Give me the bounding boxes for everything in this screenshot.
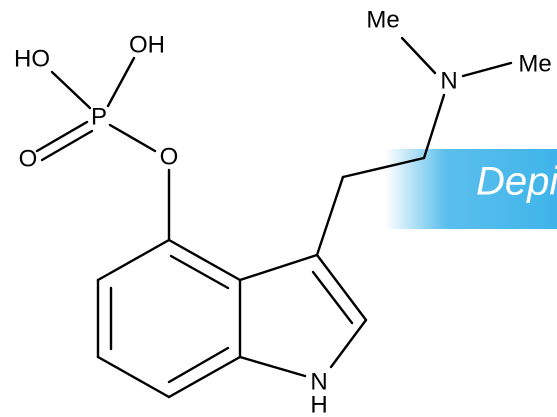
watermark-text: Depi <box>476 160 557 204</box>
bond-c2-n1 <box>329 318 368 369</box>
watermark-banner-background <box>385 149 557 229</box>
bond-n-me-right <box>461 61 513 78</box>
bond-n1-c7a <box>238 355 307 378</box>
bond-c3a-c4 <box>167 238 242 282</box>
watermark-banner: Depi <box>385 149 557 229</box>
bond-cb-n <box>422 93 446 160</box>
bond-ca-cb <box>341 156 426 179</box>
atom-label-oh: OH <box>129 31 165 58</box>
atom-label-ho: HO <box>14 45 50 72</box>
bond-c3a-c3 <box>238 253 319 282</box>
atom-label-hydrogen-indole: H <box>310 391 327 417</box>
bond-n-me-top <box>400 36 437 75</box>
atom-label-nitrogen-indole: N <box>310 368 327 395</box>
molecule-bonds <box>35 36 513 399</box>
bond-c6-c7 <box>96 355 171 399</box>
bond-p-o-double-b <box>40 129 94 162</box>
bond-p-o-double-a <box>35 120 89 153</box>
bond-c3-c2 <box>315 253 368 322</box>
bond-c7-c7a-inner <box>167 346 230 384</box>
molecule-atom-labels: HO OH P O O N Me Me N H <box>14 6 552 417</box>
atom-label-methyl-right: Me <box>518 50 551 77</box>
bond-c4-c5 <box>96 238 171 282</box>
bond-c3-ca <box>315 175 345 257</box>
atom-label-phosphorus: P <box>91 103 107 130</box>
bond-oh-p <box>106 56 136 108</box>
bond-c7-c7a <box>167 355 242 399</box>
bond-c3a-c4-inner <box>169 254 230 290</box>
bond-ho-p <box>50 70 92 110</box>
bond-p-o-ester <box>108 123 157 153</box>
bond-c3-c2-inner <box>311 270 354 325</box>
atom-label-oxygen-double: O <box>19 145 38 172</box>
atom-label-nitrogen-amine: N <box>440 67 457 94</box>
atom-label-methyl-top: Me <box>366 6 399 33</box>
atom-label-oxygen-ester: O <box>160 143 179 170</box>
